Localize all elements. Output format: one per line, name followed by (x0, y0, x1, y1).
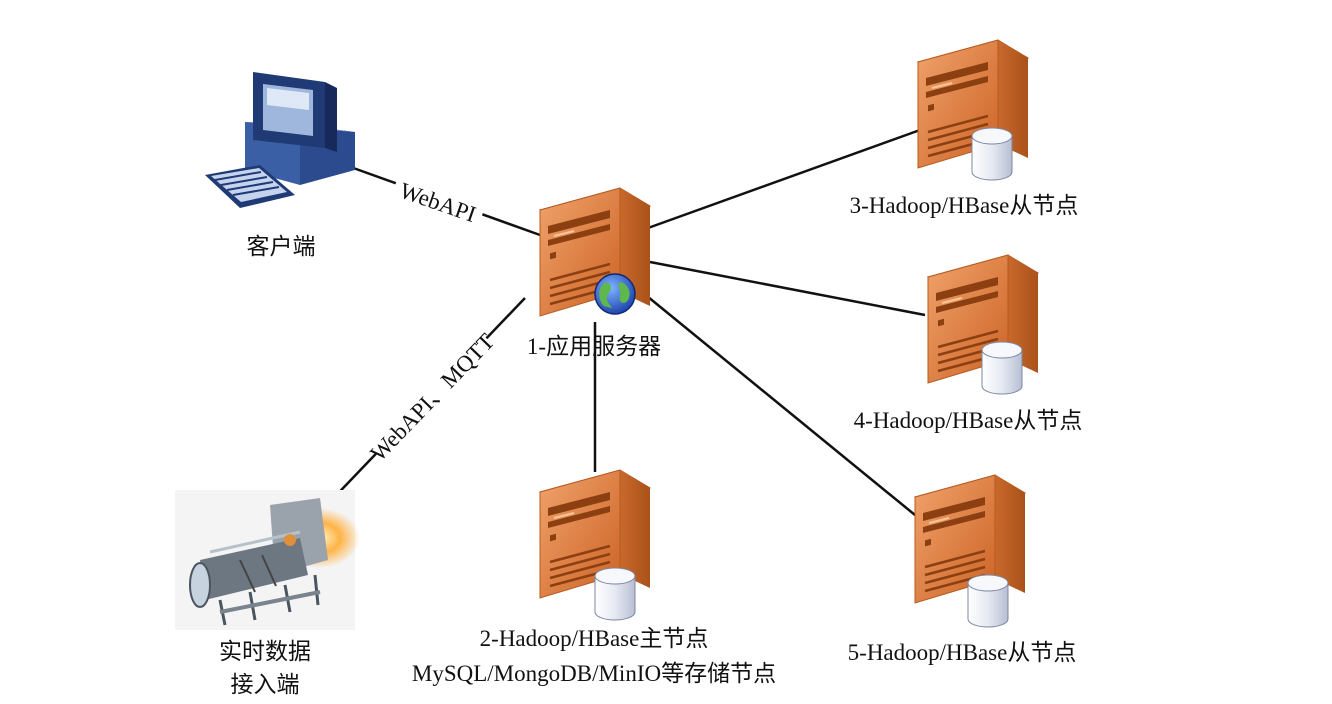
master-label-line2: MySQL/MongoDB/MinIO等存储节点 (412, 661, 776, 686)
globe-icon (594, 273, 636, 315)
realtime-label-line2: 接入端 (231, 672, 300, 697)
slave4-label: 4-Hadoop/HBase从节点 (854, 408, 1083, 433)
app-server-label: 1-应用服务器 (527, 334, 661, 359)
desktop-computer-icon (205, 72, 355, 208)
slave5-label: 5-Hadoop/HBase从节点 (848, 640, 1077, 665)
master-label-line1: 2-Hadoop/HBase主节点 (480, 626, 709, 651)
client-label: 客户端 (247, 234, 316, 259)
slave3-server-icon (916, 38, 1030, 181)
realtime-label-line1: 实时数据 (219, 639, 311, 664)
slave5-server-icon (913, 473, 1027, 628)
turbine-engine-icon (175, 490, 360, 630)
edge-label-webapi: WebAPI (397, 178, 479, 227)
slave4-server-icon (926, 253, 1040, 395)
edge-app-slave5 (641, 291, 916, 516)
edge-label-webapi-mqtt: WebAPI、MQTT (365, 329, 499, 466)
master-server-icon (538, 468, 652, 621)
app-server-icon (538, 186, 652, 318)
edge-app-slave3 (647, 128, 921, 230)
slave3-label: 3-Hadoop/HBase从节点 (850, 193, 1079, 218)
edge-app-slave4 (649, 260, 926, 317)
